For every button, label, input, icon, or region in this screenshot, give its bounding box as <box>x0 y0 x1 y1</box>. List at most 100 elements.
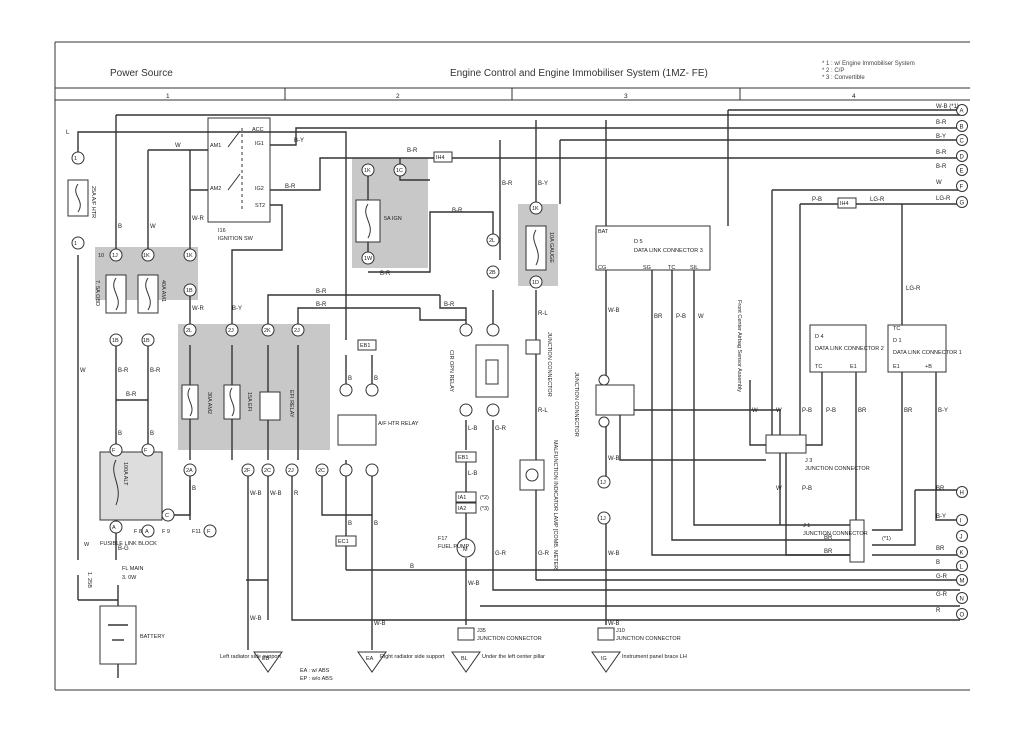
svg-text:W: W <box>752 408 758 414</box>
svg-text:A: A <box>112 525 116 531</box>
junction-j3: J 3 JUNCTION CONNECTOR <box>765 434 870 472</box>
svg-text:J 1: J 1 <box>803 523 810 529</box>
svg-text:2C: 2C <box>264 468 271 474</box>
svg-text:F: F <box>207 529 211 535</box>
terminal-wire-color: G-R <box>936 574 948 580</box>
svg-text:B: B <box>348 376 352 382</box>
svg-text:1K: 1K <box>186 253 193 259</box>
fuel-pump: M F17 FUEL PUMP <box>438 536 476 558</box>
svg-text:7. 5A OBD: 7. 5A OBD <box>94 280 100 306</box>
svg-text:B-Y: B-Y <box>232 306 242 312</box>
svg-text:F: F <box>144 448 148 454</box>
svg-text:Right radiator side support: Right radiator side support <box>380 654 445 660</box>
footnotes: * 1 : w/ Engine Immobiliser System * 2 :… <box>822 61 915 82</box>
svg-text:2J: 2J <box>288 468 294 474</box>
svg-text:JUNCTION CONNECTOR: JUNCTION CONNECTOR <box>477 636 542 642</box>
svg-text:BR: BR <box>858 408 867 414</box>
svg-text:B-R: B-R <box>444 302 455 308</box>
terminal-a <box>956 104 968 116</box>
svg-text:B-R: B-R <box>316 289 327 295</box>
svg-text:D 5: D 5 <box>634 239 643 245</box>
svg-text:B: B <box>410 564 414 570</box>
svg-text:40A AM1: 40A AM1 <box>160 280 166 302</box>
terminal-letter: J <box>960 535 963 541</box>
svg-text:R-L: R-L <box>538 408 548 414</box>
svg-text:P-B: P-B <box>802 408 812 414</box>
svg-text:IG1: IG1 <box>255 141 264 147</box>
svg-text:B: B <box>118 224 122 230</box>
svg-text:EP : w/o ABS: EP : w/o ABS <box>300 676 333 682</box>
svg-text:W-R: W-R <box>192 216 205 222</box>
svg-text:1K: 1K <box>532 206 539 212</box>
svg-text:1J: 1J <box>112 253 118 259</box>
svg-text:W-B: W-B <box>374 621 386 627</box>
svg-text:B-Y: B-Y <box>294 138 304 144</box>
column-3: 3 <box>624 93 628 100</box>
junction-j4: JUNCTION CONNECTOR <box>525 332 552 397</box>
footnote-3: * 3 : Convertible <box>822 75 865 81</box>
af-htr-relay: A/F HTR RELAY <box>337 414 419 446</box>
svg-text:EB1: EB1 <box>360 343 370 349</box>
svg-text:R: R <box>294 491 299 497</box>
svg-text:1C: 1C <box>396 168 403 174</box>
fuse-am2: 30A AM2 <box>181 384 212 420</box>
svg-text:1D: 1D <box>532 280 539 286</box>
wire-color-labels: L W B W B-Y B-R B-R W B-R B-R B-R B B B … <box>66 130 948 627</box>
terminal-letter: F <box>960 185 964 191</box>
svg-text:2J: 2J <box>228 328 234 334</box>
fuse-af-htr: 25A A/F HTR <box>67 179 96 218</box>
svg-text:B: B <box>348 521 352 527</box>
data-link-connector-1: TC D 1 DATA LINK CONNECTOR 1 E1 +B <box>887 324 962 373</box>
svg-text:1B: 1B <box>112 338 119 344</box>
terminal-j <box>956 530 968 542</box>
svg-text:JUNCTION CONNECTOR: JUNCTION CONNECTOR <box>805 466 870 472</box>
svg-text:F17: F17 <box>438 536 447 542</box>
svg-text:W-R: W-R <box>192 306 205 312</box>
svg-text:TC: TC <box>668 265 675 271</box>
svg-text:JUNCTION CONNECTOR: JUNCTION CONNECTOR <box>573 372 579 437</box>
terminal-wire-color: W-B (*1) <box>936 104 959 110</box>
svg-text:EFI RELAY: EFI RELAY <box>288 390 294 418</box>
svg-text:IH4: IH4 <box>840 201 849 207</box>
svg-text:P-B: P-B <box>826 408 836 414</box>
svg-text:LG-R: LG-R <box>870 197 885 203</box>
ignition-switch: ACC IG1 AM1 AM2 IG2 ST2 I16 IGNITION SW <box>207 117 271 242</box>
svg-text:E1: E1 <box>893 364 900 370</box>
svg-text:1J: 1J <box>600 480 606 486</box>
fuse-gauge: 10A GAUGE <box>525 225 554 271</box>
svg-text:F11: F11 <box>192 529 201 535</box>
svg-text:ACC: ACC <box>252 127 264 133</box>
svg-text:IA2: IA2 <box>458 506 466 512</box>
diagram-title: Engine Control and Engine Immobiliser Sy… <box>450 68 708 79</box>
svg-text:BATTERY: BATTERY <box>140 634 165 640</box>
junction-j1: J 1 JUNCTION CONNECTOR <box>803 519 868 563</box>
footnote-2: * 2 : C/P <box>822 68 845 74</box>
terminal-letter: O <box>960 613 965 619</box>
junction-j35: J35 JUNCTION CONNECTOR <box>457 627 542 642</box>
data-link-connector-3: BAT CG SG TC SIL D 5 DATA LINK CONNECTOR… <box>595 225 711 271</box>
svg-text:SIL: SIL <box>690 265 698 271</box>
svg-text:Instrument panel brace LH: Instrument panel brace LH <box>622 654 687 660</box>
svg-text:P-B: P-B <box>802 486 812 492</box>
svg-text:G-R: G-R <box>495 551 507 557</box>
fuse-efi: 15A EFI <box>223 384 252 420</box>
terminal-letter: B <box>960 125 964 131</box>
column-1: 1 <box>166 93 170 100</box>
terminal-letter: I <box>960 519 962 525</box>
svg-text:EB1: EB1 <box>458 455 468 461</box>
terminal-wire-color: W <box>936 180 942 186</box>
fuse-obd: 7. 5A OBD <box>94 274 127 314</box>
terminal-wire-color: BR <box>936 486 945 492</box>
section-title: Power Source <box>110 68 173 79</box>
svg-text:R-L: R-L <box>538 311 548 317</box>
svg-text:FUSIBLE LINK BLOCK: FUSIBLE LINK BLOCK <box>100 541 157 547</box>
svg-text:EA : w/ ABS: EA : w/ ABS <box>300 668 330 674</box>
terminal-wire-color: BR <box>936 546 945 552</box>
svg-text:B-R: B-R <box>407 148 418 154</box>
svg-text:2F: 2F <box>244 468 251 474</box>
terminal-letter: C <box>960 139 965 145</box>
svg-text:2A: 2A <box>186 468 193 474</box>
svg-text:B-Y: B-Y <box>538 181 548 187</box>
svg-text:B-R: B-R <box>452 208 463 214</box>
